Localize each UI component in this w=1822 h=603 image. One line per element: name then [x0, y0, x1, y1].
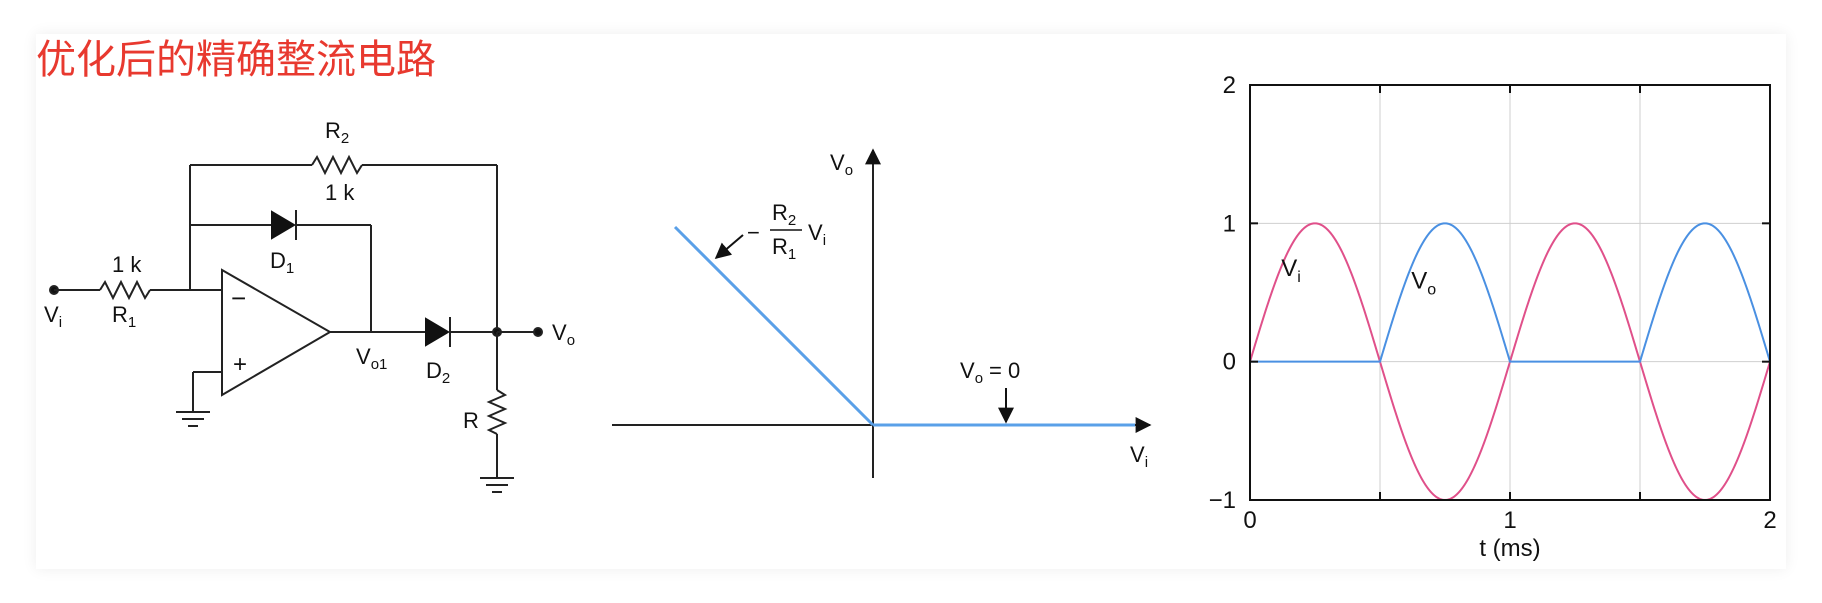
vo-label: Vo	[552, 320, 575, 349]
d1-label: D1	[270, 248, 294, 277]
transfer-plot	[612, 148, 1152, 478]
y-tick-label: −1	[1209, 487, 1236, 514]
ground-symbol-opamp	[176, 411, 210, 427]
figure-card	[36, 34, 1786, 569]
transfer-vi-label: Vi	[1130, 442, 1148, 471]
negative-slope-line	[673, 225, 875, 427]
y-tick-label: 0	[1223, 349, 1236, 376]
y-tick-label: 2	[1223, 72, 1236, 99]
d1-diode	[271, 210, 297, 240]
vo1-label: Vo1	[356, 344, 387, 373]
d2-label: D2	[426, 358, 450, 387]
r1-value: 1 k	[112, 252, 142, 277]
x-tick-label: 0	[1243, 507, 1256, 534]
series-annotation-1: Vo	[1411, 267, 1436, 298]
r1-resistor	[99, 279, 151, 301]
inverting-input-sign: −	[231, 283, 246, 313]
series-annotation-0: Vi	[1281, 255, 1301, 286]
slope-denominator: R1	[772, 234, 796, 263]
slope-numerator: R2	[772, 200, 796, 229]
x-tick-label: 1	[1503, 507, 1516, 534]
series-line-vo	[1250, 222, 1771, 363]
r2-label: R2	[325, 118, 349, 147]
slope-pointer-arrow	[714, 234, 744, 260]
r-load-resistor	[486, 389, 508, 435]
circuit-labels: Vi 1 k R1 R2 1 k D1 D2 Vo1 Vo R − +	[44, 118, 575, 433]
slope-minus: −	[747, 220, 760, 245]
slope-vi: Vi	[808, 220, 826, 249]
vi-label: Vi	[44, 302, 62, 331]
x-tick-label: 2	[1763, 507, 1776, 534]
waveform-chart: −1 0 1 2 0 1 2 t (ms) Vi Vo	[1209, 72, 1777, 562]
page-title: 优化后的精确整流电路	[36, 37, 436, 83]
r2-value: 1 k	[325, 180, 355, 205]
d2-diode	[425, 317, 451, 347]
ground-symbol-load	[480, 477, 514, 493]
r1-label: R1	[112, 302, 136, 331]
noninverting-input-sign: +	[233, 351, 247, 378]
x-axis-label: t (ms)	[1479, 535, 1540, 562]
op-amp	[221, 268, 332, 397]
r-load-label: R	[463, 408, 479, 433]
r2-resistor	[311, 154, 363, 176]
circuit-diagram	[49, 154, 543, 493]
transfer-vo-label: Vo	[830, 150, 853, 179]
transfer-labels: Vo Vi − R2 R1 Vi Vo= 0	[747, 150, 1148, 471]
vo-terminal	[533, 327, 543, 337]
y-tick-label: 1	[1223, 210, 1236, 237]
vo-zero-label: Vo= 0	[960, 358, 1020, 387]
